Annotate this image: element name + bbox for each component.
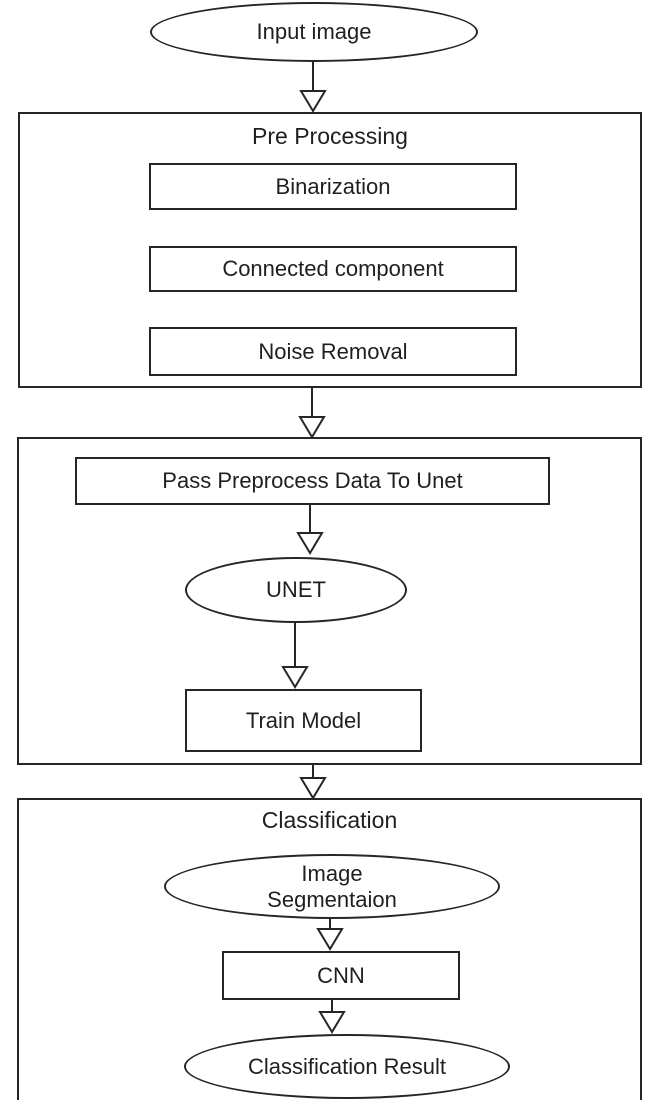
train-model-label: Train Model: [245, 707, 362, 733]
pass-preprocess-label: Pass Preprocess Data To Unet: [162, 468, 463, 493]
classification-result-node: Classification Result: [184, 1034, 510, 1099]
classification-group-title: Classification: [261, 807, 398, 833]
image-segmentation-label-line1: Image: [301, 860, 363, 886]
preprocessing-group-title: Pre Processing: [252, 123, 408, 149]
image-segmentation-label-line2: Segmentaion: [267, 886, 397, 912]
preprocessing-group: Pre Processing Binarization Connected co…: [18, 112, 642, 388]
arrow-input-to-preprocessing-icon: [299, 62, 327, 113]
arrow-cnn-to-result-icon: [318, 998, 346, 1034]
unet-stage-group: Pass Preprocess Data To Unet UNET Train …: [17, 437, 642, 765]
noise-removal-label: Noise Removal: [258, 338, 408, 364]
binarization-node: Binarization: [149, 163, 517, 210]
arrow-preprocessing-to-unet-stage-icon: [298, 388, 326, 439]
arrow-segmentation-to-cnn-icon: [316, 917, 344, 951]
connected-component-label: Connected component: [222, 256, 444, 281]
connected-component-node: Connected component: [149, 246, 517, 292]
arrow-pass-to-unet-icon: [296, 503, 324, 555]
binarization-label: Binarization: [275, 173, 391, 199]
pass-preprocess-node: Pass Preprocess Data To Unet: [75, 457, 550, 505]
classification-group: Classification Image Segmentaion CNN Cla…: [17, 798, 642, 1100]
input-image-label: Input image: [256, 19, 372, 44]
cnn-label: CNN: [317, 962, 365, 988]
train-model-node: Train Model: [185, 689, 422, 752]
image-segmentation-node: Image Segmentaion: [164, 854, 500, 919]
unet-label: UNET: [266, 577, 326, 602]
arrow-unet-to-train-icon: [281, 621, 309, 689]
classification-result-label: Classification Result: [247, 1053, 447, 1079]
noise-removal-node: Noise Removal: [149, 327, 517, 376]
unet-node: UNET: [185, 557, 407, 623]
arrow-unet-stage-to-classification-icon: [299, 765, 327, 800]
cnn-node: CNN: [222, 951, 460, 1000]
input-image-node: Input image: [150, 2, 478, 62]
